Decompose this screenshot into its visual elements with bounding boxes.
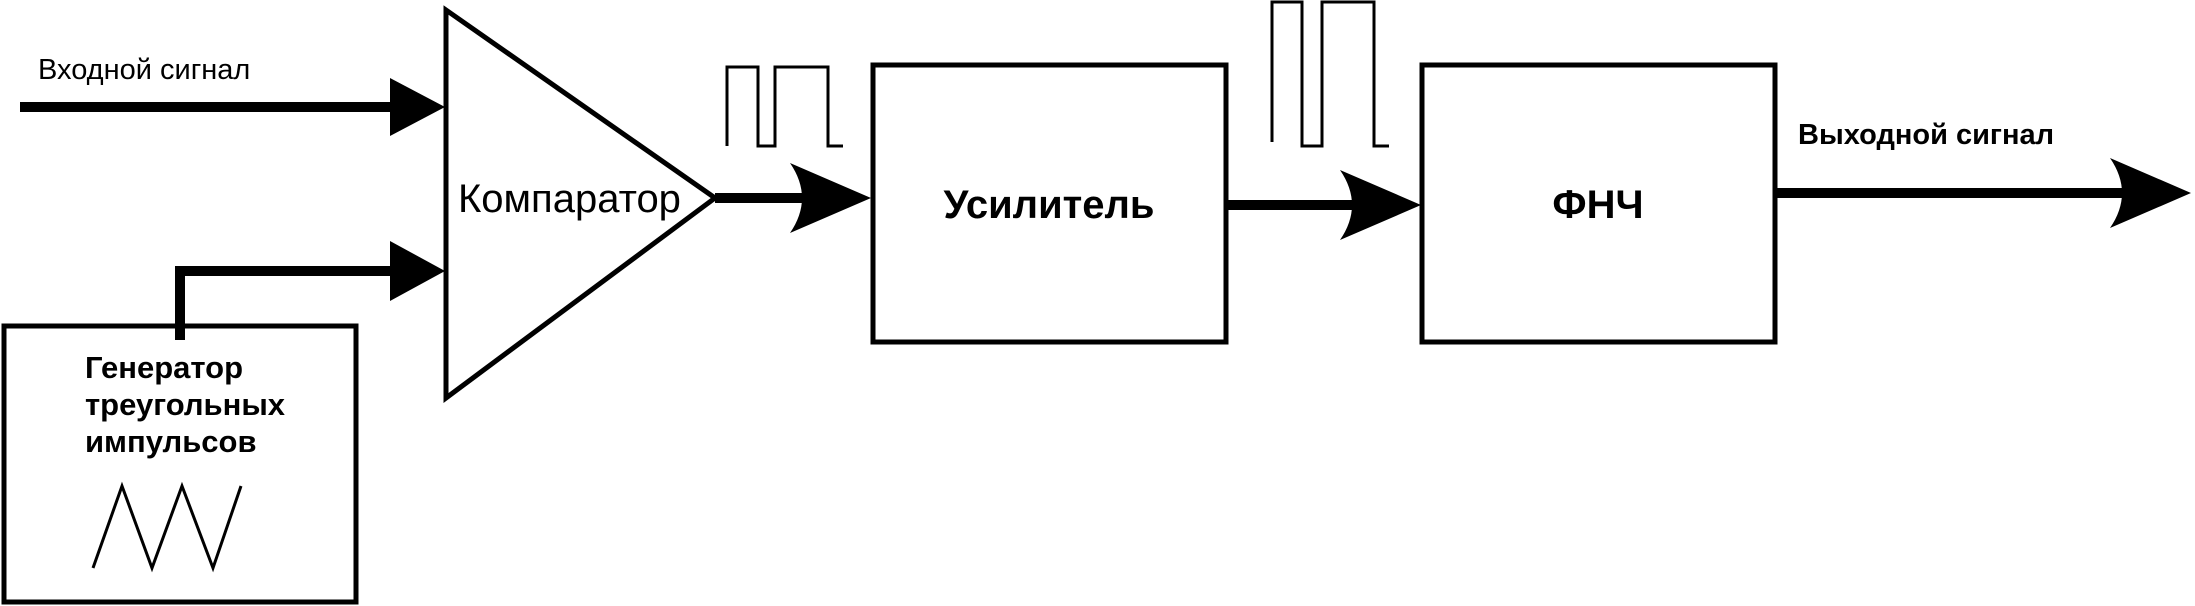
comparator-label: Компаратор bbox=[458, 177, 681, 221]
generator-label-line3: импульсов bbox=[85, 424, 257, 459]
amplifier-label: Усилитель bbox=[943, 183, 1154, 227]
comparator-triangle bbox=[443, 5, 720, 403]
lpf-box bbox=[1419, 62, 1778, 345]
amplifier-to-lpf-arrowhead bbox=[1340, 170, 1421, 240]
generator-arrowhead bbox=[390, 241, 445, 301]
input-signal-label: Входной сигнал bbox=[38, 54, 250, 86]
pwm-wave-icon-1 bbox=[725, 65, 843, 148]
comparator-to-amplifier-arrowhead bbox=[790, 163, 871, 233]
pwm-wave-icon-2 bbox=[1270, 0, 1389, 148]
generator-box bbox=[1, 323, 359, 605]
input-signal-arrowhead bbox=[390, 78, 445, 136]
output-signal-label: Выходной сигнал bbox=[1798, 119, 2054, 151]
triangle-wave-icon bbox=[91, 481, 243, 573]
generator-label-line1: Генератор bbox=[85, 350, 243, 385]
generator-to-comparator-line bbox=[175, 266, 400, 340]
output-signal-arrowhead bbox=[2110, 158, 2191, 228]
generator-label-line2: треугольных bbox=[85, 387, 286, 422]
lpf-label: ФНЧ bbox=[1552, 183, 1643, 227]
